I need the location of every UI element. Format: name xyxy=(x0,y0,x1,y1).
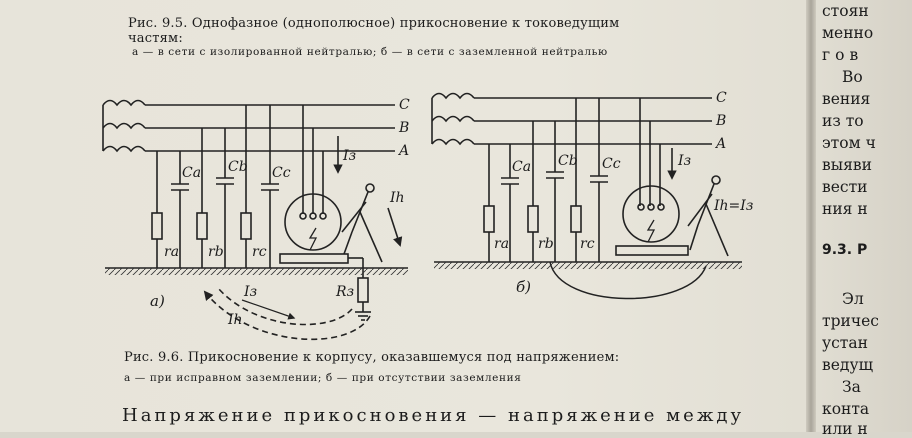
a-body-current: Ih xyxy=(389,190,405,206)
a-label-b: B xyxy=(398,120,409,136)
caption-95-line2: частям: xyxy=(128,31,183,46)
caption-96-line1: Рис. 9.6. Прикосновение к корпусу, оказа… xyxy=(124,350,620,365)
b-ground-hatch xyxy=(434,262,742,269)
right-col-line: Эл xyxy=(842,290,864,308)
b-res-a: ra xyxy=(494,236,509,252)
b-label-c: C xyxy=(716,90,727,106)
right-col-line: Во xyxy=(842,68,863,86)
b-cap-a: Ca xyxy=(512,159,531,175)
right-col-line: из то xyxy=(822,112,864,130)
right-col-line: вести xyxy=(822,178,868,196)
a-label: а) xyxy=(150,292,165,310)
right-col-line: ведущ xyxy=(822,356,873,374)
right-col-line: или н xyxy=(822,420,868,438)
a-return-i: Iз xyxy=(243,284,257,300)
b-label: б) xyxy=(516,278,531,296)
right-col-line: стоян xyxy=(822,2,869,20)
right-col-line: устан xyxy=(822,334,868,352)
right-col-line: менно xyxy=(822,24,874,42)
a-ground-hatch xyxy=(105,268,408,275)
a-current: Iз xyxy=(342,148,356,164)
b-body-eq: Ih=Iз xyxy=(713,198,753,214)
b-res-c: rc xyxy=(580,236,595,252)
b-label-a: A xyxy=(714,136,726,152)
right-col-line: За xyxy=(842,378,861,396)
caption-95-sub: а — в сети с изолированной нейтралью; б … xyxy=(132,46,608,58)
a-coil-c xyxy=(102,99,146,107)
right-col-line: ния н xyxy=(822,200,868,218)
a-cap-b: Cb xyxy=(228,159,248,175)
a-cap-c: Cc xyxy=(272,165,291,181)
right-col-line: этом ч xyxy=(822,134,876,152)
right-col-line: выяви xyxy=(822,156,872,174)
a-label-a: A xyxy=(397,143,409,159)
a-return-h: Ih xyxy=(227,312,243,328)
right-col-line: конта xyxy=(822,400,870,418)
caption-95-line1: Рис. 9.5. Однофазное (однополюсное) прик… xyxy=(128,16,620,31)
page-gutter xyxy=(806,0,816,432)
a-ground-res: Rз xyxy=(335,284,354,300)
a-cap-a: Ca xyxy=(182,165,201,181)
a-label-c: C xyxy=(399,97,410,113)
right-col-line: вения xyxy=(822,90,871,108)
b-current: Iз xyxy=(677,153,691,169)
b-cap-b: Cb xyxy=(558,153,578,169)
right-col-line: тричес xyxy=(822,312,879,330)
a-res-c: rc xyxy=(252,244,267,260)
right-col-line: гов xyxy=(822,46,864,64)
body-text-bottom: Напряжение прикосновения — напряжение ме… xyxy=(122,405,745,426)
b-label-b: B xyxy=(715,113,726,129)
caption-96-sub: а — при исправном заземлении; б — при от… xyxy=(124,372,522,384)
b-res-b: rb xyxy=(538,236,554,252)
b-cap-c: Cc xyxy=(602,156,621,172)
section-heading-9-3: 9.3. Р xyxy=(822,242,868,258)
a-res-a: ra xyxy=(164,244,179,260)
a-coil-b xyxy=(102,122,146,130)
a-coil-a xyxy=(102,145,146,153)
a-res-b: rb xyxy=(208,244,224,260)
